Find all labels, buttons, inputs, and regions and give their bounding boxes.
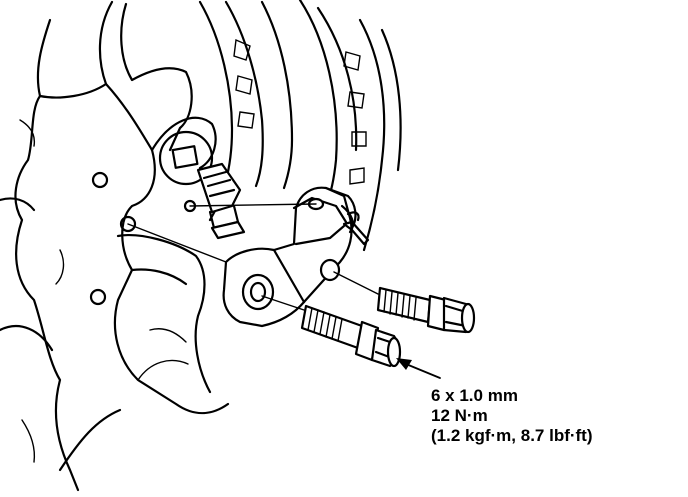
- tensioner-bracket: [222, 186, 357, 328]
- bolt-lower: [300, 304, 402, 368]
- timing-cover-plate: [104, 82, 230, 415]
- torque-spec-label: 6 x 1.0 mm 12 N·m (1.2 kgf·m, 8.7 lbf·ft…: [431, 386, 593, 446]
- engine-block-casting: [0, 0, 197, 492]
- belt-guide-clip: [196, 162, 246, 240]
- bolt-size-text: 6 x 1.0 mm: [431, 386, 518, 405]
- spring-pin: [342, 211, 370, 246]
- torque-alt-text: (1.2 kgf·m, 8.7 lbf·ft): [431, 426, 593, 445]
- torque-nm-text: 12 N·m: [431, 406, 488, 425]
- bolt-upper: [376, 286, 476, 334]
- alignment-lines: [127, 203, 379, 311]
- callout-arrow: [396, 358, 441, 379]
